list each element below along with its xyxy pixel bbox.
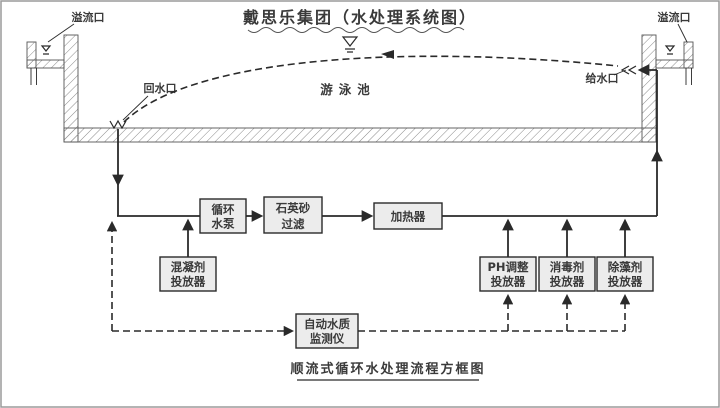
return-port-grate-icon [109, 119, 127, 130]
filter-box [263, 196, 323, 234]
pump-label-line1: 循环 [211, 203, 235, 217]
monitor-signal-lines [106, 220, 631, 337]
page-title: 戴思乐集团（水处理系统图） [243, 8, 477, 27]
overflow-left-leader [47, 23, 75, 43]
algaecide-label-line1: 除藻剂 [608, 260, 643, 274]
supply-port-leader [613, 69, 627, 76]
pump-label-line2: 水泵 [212, 217, 235, 231]
pool-floor [63, 127, 657, 143]
pump-box [199, 198, 247, 234]
filter-label-line1: 石英砂 [275, 201, 311, 215]
supply-port-jet-icon [620, 65, 637, 75]
pool-structure [26, 34, 694, 143]
gutter-drain-stub-left [30, 68, 37, 85]
disinfectant-label-line2: 投放器 [550, 275, 585, 289]
overflow-right-leader [677, 23, 688, 43]
title-underline [247, 27, 465, 33]
monitor-box [295, 313, 359, 349]
gutter-drain-stub-right [685, 68, 692, 85]
supply-port-label: 给水口 [586, 71, 619, 85]
return-port-label: 回水口 [144, 81, 177, 95]
heater-box [373, 202, 443, 230]
overflow-gutter-left-bottom [26, 59, 65, 69]
coagulant-doser-box [159, 256, 217, 292]
coagulant-label-line2: 投放器 [171, 275, 206, 289]
pool-right-wall [641, 34, 657, 143]
spray-flow-curve [123, 55, 619, 123]
ph-doser-label-line1: PH调整 [487, 260, 529, 274]
return-port-leader [122, 95, 149, 121]
algaecide-label-line2: 投放器 [608, 275, 643, 289]
ph-doser-label-line2: 投放器 [491, 275, 526, 289]
algaecide-doser-box [596, 256, 654, 292]
overflow-label-left: 溢流口 [72, 10, 105, 24]
spray-flow-arrow [381, 50, 394, 59]
pool-left-wall [63, 34, 79, 143]
water-level-icon-left-gutter [40, 45, 52, 55]
diagram-caption: 顺流式循环水处理流程方框图 [290, 361, 485, 377]
pool-name-label: 游泳池 [320, 82, 376, 97]
filter-label-line2: 过滤 [282, 217, 305, 231]
overflow-label-right: 溢流口 [658, 10, 691, 24]
monitor-label-line2: 监测仪 [310, 332, 345, 346]
circulation-piping [112, 64, 663, 257]
monitor-label-line1: 自动水质 [304, 317, 350, 331]
overflow-gutter-right-bottom [655, 59, 694, 69]
heater-label: 加热器 [390, 210, 426, 224]
coagulant-label-line1: 混凝剂 [171, 260, 206, 274]
equipment-boxes: 循环 水泵 石英砂 过滤 加热器 混凝剂 投放器 PH调整 投放器 消毒剂 投放… [159, 196, 654, 349]
water-level-icon-right-gutter [664, 45, 676, 55]
disinfectant-doser-box [538, 256, 596, 292]
disinfectant-label-line1: 消毒剂 [550, 260, 585, 274]
water-level-icon [341, 36, 359, 53]
ph-doser-box [479, 256, 537, 292]
